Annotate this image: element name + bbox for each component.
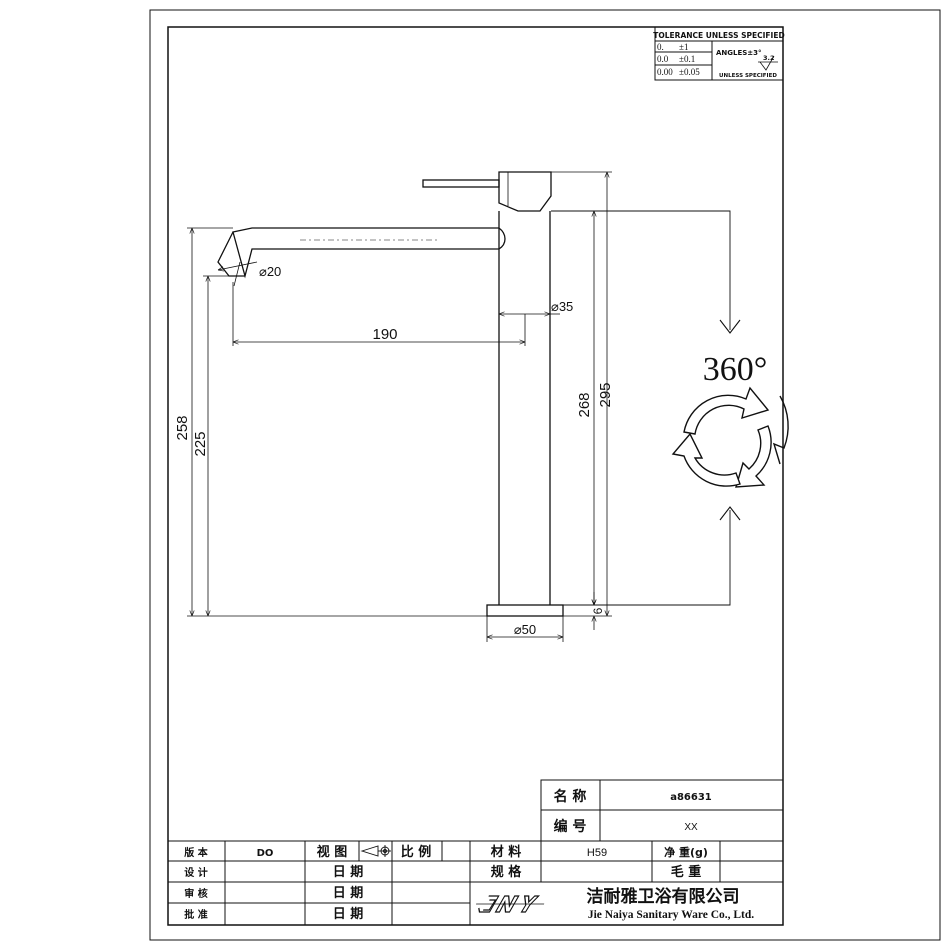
tolerance-precision-3: 0.00 xyxy=(657,67,673,77)
dim-body-height: 268 xyxy=(551,210,600,606)
name-label: 名 称 xyxy=(554,788,587,805)
base-plate xyxy=(486,604,564,617)
dim-base-diameter: ⌀50 xyxy=(486,616,564,642)
code-label: 编 号 xyxy=(554,818,587,835)
date-label-3: 日 期 xyxy=(333,907,364,922)
dim-spout-diameter-label: ⌀20 xyxy=(259,264,281,279)
dim-spout-reach: 190 xyxy=(232,282,526,346)
handle-cap xyxy=(498,171,552,212)
name-value: a86631 xyxy=(670,792,712,803)
inner-border xyxy=(167,26,784,926)
spout xyxy=(232,227,499,279)
dim-base-diameter-label: ⌀50 xyxy=(514,622,536,637)
tolerance-precision-2: 0.0 xyxy=(657,54,669,64)
material-label: 材 料 xyxy=(491,844,522,860)
roughness-symbol xyxy=(758,55,778,71)
gross-weight-label: 毛 重 xyxy=(671,864,702,880)
company-name-cn: 洁耐雅卫浴有限公司 xyxy=(587,886,740,907)
date-label-2: 日 期 xyxy=(333,886,364,901)
approve-label: 批 准 xyxy=(184,908,207,921)
tolerance-value-3: ±0.05 xyxy=(679,67,700,77)
dim-body-diameter-label: ⌀35 xyxy=(551,299,573,314)
dim-base-thickness: 6 xyxy=(591,592,605,630)
tolerance-title: TOLERANCE UNLESS SPECIFIED xyxy=(653,31,784,40)
handle-lever xyxy=(422,179,500,188)
spec-label: 规 格 xyxy=(491,864,523,880)
version-label: 版 本 xyxy=(184,846,208,859)
dim-outlet-height-label: 225 xyxy=(192,431,209,456)
tolerance-unless: UNLESS SPECIFIED xyxy=(719,73,777,79)
code-value: XX xyxy=(684,822,698,833)
projection-symbol-icon xyxy=(360,845,391,857)
date-label-1: 日 期 xyxy=(333,865,364,880)
faucet-outline xyxy=(217,171,564,617)
title-block xyxy=(167,779,784,926)
review-label: 审 核 xyxy=(184,887,207,900)
design-label: 设 计 xyxy=(184,866,207,879)
dim-total-height-label: 258 xyxy=(174,415,191,440)
version-value: DO xyxy=(257,848,274,859)
outer-border xyxy=(149,9,941,941)
dim-overall-height: 295 xyxy=(551,171,614,617)
tolerance-value-1: ±1 xyxy=(679,42,688,52)
dim-spout-diameter: ⌀20 xyxy=(218,261,281,287)
material-value: H59 xyxy=(587,847,607,859)
tolerance-precision-1: 0. xyxy=(657,42,664,52)
dim-outlet-height: 225 xyxy=(192,275,229,616)
dim-overall-height-label: 295 xyxy=(597,382,614,407)
dim-total-height: 258 xyxy=(174,227,487,617)
tolerance-value-2: ±0.1 xyxy=(679,54,695,64)
tolerance-block: TOLERANCE UNLESS SPECIFIED 0. ±1 0.0 ±0.… xyxy=(653,26,785,81)
view-label: 视 图 xyxy=(317,844,348,860)
dim-base-thickness-label: 6 xyxy=(591,607,605,614)
rotate-cycle-icon xyxy=(671,386,789,488)
net-weight-label: 净 重(g) xyxy=(664,845,708,859)
company-name-en: Jie Naiya Sanitary Ware Co., Ltd. xyxy=(588,909,754,921)
scale-label: 比 例 xyxy=(401,844,432,860)
dim-spout-reach-label: 190 xyxy=(372,326,397,343)
dim-body-height-label: 268 xyxy=(576,392,593,417)
roughness-value: 3.2 xyxy=(763,54,775,62)
dim-body-diameter: ⌀35 xyxy=(499,299,573,314)
company-logo xyxy=(475,895,545,913)
tolerance-angles: ANGLES±3° xyxy=(716,49,762,57)
rotation-label: 360° xyxy=(703,351,768,388)
rotation-leaders xyxy=(551,210,741,606)
